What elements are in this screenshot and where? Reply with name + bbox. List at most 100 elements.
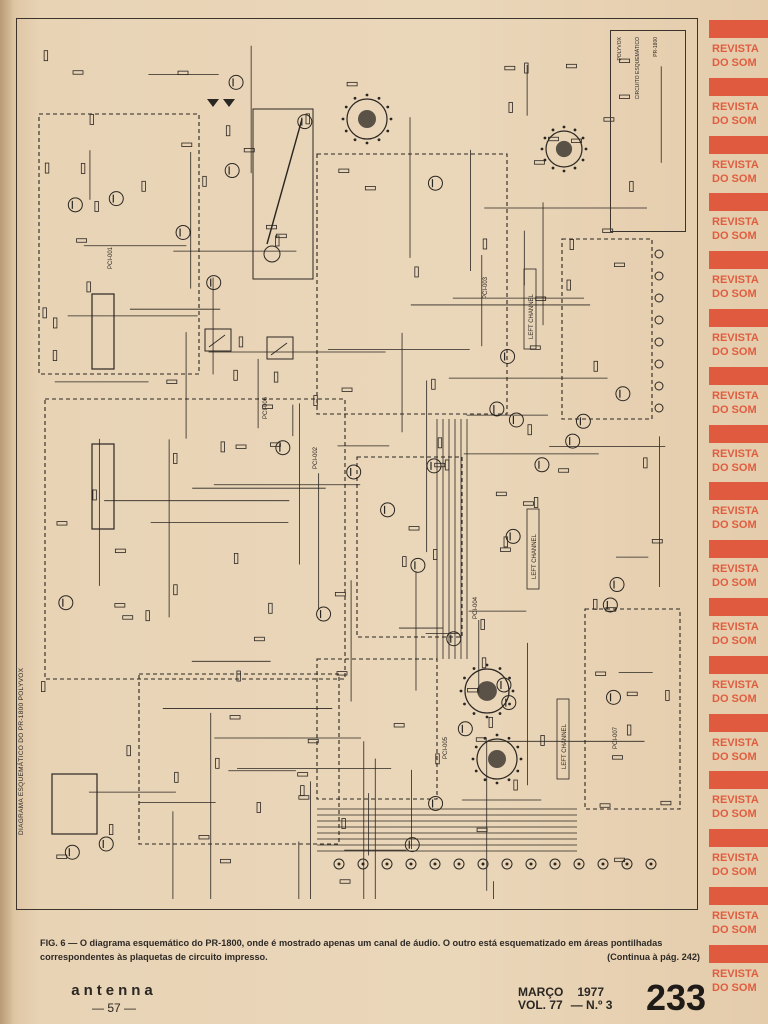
footer-brand: antenna	[71, 982, 157, 999]
drawing-title-block: POLYVOX CIRCUITO ESQUEMÁTICO PR-1800	[610, 30, 686, 232]
transistor-symbol	[316, 606, 332, 622]
terminal-jack	[357, 858, 369, 870]
terminal-jack	[621, 858, 633, 870]
switch-contact	[389, 117, 393, 121]
strip-bar	[709, 829, 768, 848]
switch-contact	[386, 105, 390, 109]
transistor-symbol	[380, 502, 396, 518]
resistor-symbol	[629, 181, 634, 192]
channel-label-frame	[523, 268, 537, 350]
resistor-symbol	[225, 125, 231, 137]
switch-contact	[459, 689, 463, 693]
switch-contact	[551, 166, 555, 170]
terminal-jack-center	[649, 862, 653, 866]
transistor-symbol	[565, 433, 581, 449]
resistor-symbol	[141, 180, 146, 192]
resistor-symbol	[44, 162, 50, 174]
switch-contact	[581, 158, 585, 162]
resistor-symbol	[56, 521, 68, 526]
strip-bar	[709, 597, 768, 616]
terminal-jack	[333, 858, 345, 870]
switch-contact	[573, 166, 577, 170]
terminal-jack-center	[577, 862, 581, 866]
resistor-symbol	[612, 755, 623, 760]
strip-bar	[709, 482, 768, 501]
switch-contact	[562, 169, 566, 173]
resistor-symbol	[181, 142, 193, 147]
resistor-symbol	[495, 491, 507, 497]
footer-brand-block: antenna — 57 —	[44, 982, 184, 1015]
resistor-symbol	[431, 378, 436, 390]
terminal-jack	[573, 858, 585, 870]
tonearm-pivot	[263, 245, 281, 263]
resistor-symbol	[408, 526, 420, 531]
ic-package	[91, 293, 115, 370]
resistor-symbol	[566, 279, 571, 291]
channel-label-frame	[556, 698, 570, 780]
footer-page-number: 233	[646, 977, 707, 1018]
resistor-symbol	[198, 835, 210, 840]
resistor-symbol	[626, 691, 638, 697]
resistor-symbol	[298, 795, 310, 800]
resistor-symbol	[508, 102, 513, 113]
channel-label: LEFT CHANNEL	[562, 723, 568, 769]
resistor-symbol	[233, 553, 239, 564]
meter-needle	[208, 334, 226, 348]
tonearm	[266, 118, 303, 245]
resistor-symbol	[599, 803, 611, 808]
resistor-symbol	[566, 63, 577, 69]
resistor-symbol	[651, 539, 663, 544]
transistor-symbol	[175, 224, 191, 240]
resistor-symbol	[488, 716, 493, 728]
strip-bar	[709, 424, 768, 443]
resistor-symbol	[268, 602, 273, 614]
switch-contact	[498, 667, 502, 670]
resistor-symbol	[177, 70, 189, 76]
resistor-symbol	[602, 228, 614, 233]
rotary-switch	[476, 738, 518, 780]
switch-contact	[471, 757, 475, 761]
transistor-symbol	[410, 557, 426, 573]
switch-contact	[365, 141, 369, 145]
resistor-symbol	[626, 724, 632, 736]
switch-contact	[543, 158, 547, 162]
output-jack	[654, 381, 664, 391]
resistor-symbol	[444, 459, 450, 471]
switch-contact	[377, 138, 381, 142]
switch-contact	[508, 676, 511, 680]
switch-contact	[365, 93, 369, 97]
resistor-symbol	[220, 858, 231, 864]
terminal-jack-center	[409, 862, 413, 866]
resistor-symbol	[89, 114, 94, 125]
caption-continuation: (Continua à pág. 242)	[607, 952, 700, 962]
switch-contact	[551, 128, 555, 132]
resistor-symbol	[173, 584, 178, 596]
resistor-symbol	[114, 603, 126, 608]
transistor-symbol	[67, 197, 83, 213]
resistor-symbol	[467, 688, 478, 693]
transistor-symbol	[457, 721, 473, 737]
strip-bar	[709, 366, 768, 385]
resistor-symbol	[434, 462, 446, 468]
circuit-board-outline	[38, 113, 200, 375]
circuit-board-outline	[316, 658, 438, 800]
resistor-symbol	[334, 592, 346, 597]
switch-contact	[472, 667, 476, 670]
resistor-symbol	[52, 350, 58, 361]
board-label: PCI-007	[613, 726, 619, 749]
